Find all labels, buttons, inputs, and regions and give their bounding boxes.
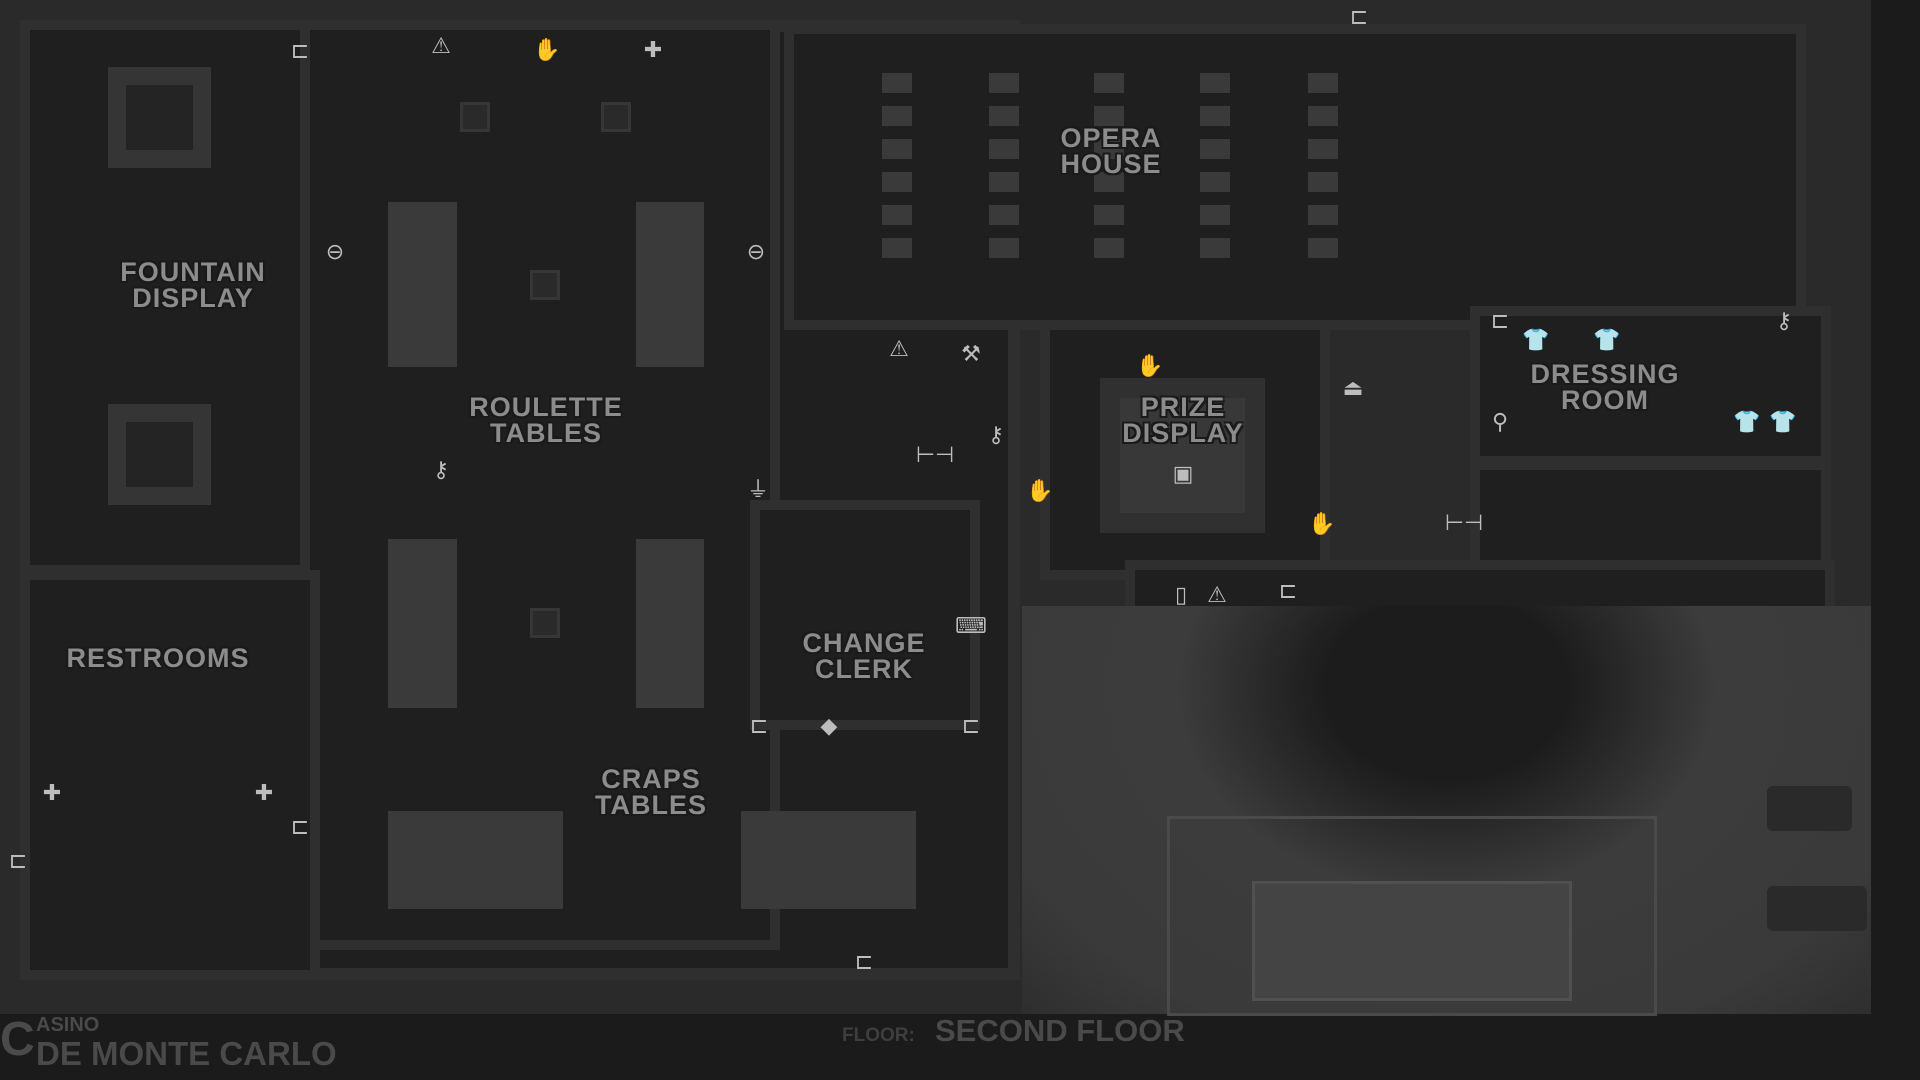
opera-seats bbox=[882, 73, 912, 265]
room-label-craps-tables: CrapsTables bbox=[595, 764, 707, 820]
wrench-icon[interactable]: ⚒ bbox=[961, 341, 981, 366]
footer-bar: C asino de Monte Carlo Floor: Second Flo… bbox=[0, 1014, 1920, 1080]
opera-house-room bbox=[784, 24, 1806, 330]
venue-initial: C bbox=[0, 1013, 35, 1066]
room-label-line: House bbox=[1060, 149, 1162, 179]
camera-icon[interactable]: ⊏ bbox=[854, 949, 874, 974]
floor-prefix: Floor: bbox=[842, 1025, 915, 1046]
bomb-icon[interactable]: ▯ bbox=[1174, 582, 1188, 607]
room-label-line: Prize bbox=[1140, 392, 1226, 422]
roulette-table bbox=[388, 539, 457, 708]
shirt-icon[interactable]: 👕 bbox=[1733, 409, 1761, 434]
venue-name-top: asino bbox=[36, 1014, 100, 1036]
alarm-icon[interactable]: ⚠ bbox=[1207, 582, 1227, 607]
roulette-table bbox=[636, 202, 704, 367]
key-icon[interactable]: ⚷ bbox=[987, 422, 1005, 447]
room-label-line: Dressing bbox=[1530, 359, 1680, 389]
floor-name: Second Floor bbox=[935, 1013, 1185, 1048]
room-label-opera-house: OperaHouse bbox=[1060, 123, 1162, 179]
fountain bbox=[108, 67, 211, 168]
door-icon[interactable]: ⊖ bbox=[325, 239, 345, 264]
computer-icon[interactable]: ⌨ bbox=[955, 613, 987, 638]
key-icon[interactable]: ⚷ bbox=[1775, 308, 1793, 333]
lock-icon[interactable]: ⏏ bbox=[1342, 375, 1364, 400]
opera-seats bbox=[1308, 73, 1338, 265]
parked-car bbox=[1767, 786, 1852, 831]
room-label-line: Display bbox=[1122, 418, 1244, 448]
prize-pedestal bbox=[1100, 378, 1265, 533]
shirt-icon[interactable]: 👕 bbox=[1593, 327, 1621, 352]
room-label-fountain-display: FountainDisplay bbox=[120, 257, 266, 313]
restrooms-room bbox=[20, 570, 320, 980]
hand-icon[interactable]: ✋ bbox=[1026, 478, 1054, 503]
camera-icon[interactable]: ⊏ bbox=[1349, 4, 1369, 29]
fuse-icon[interactable]: ⏚ bbox=[746, 477, 769, 502]
room-label-line: Opera bbox=[1060, 123, 1162, 153]
hand-icon[interactable]: ✋ bbox=[1308, 511, 1336, 536]
opera-seats bbox=[1200, 73, 1230, 265]
fountain-plaza bbox=[1252, 881, 1572, 1001]
camera-icon[interactable]: ⊏ bbox=[290, 38, 310, 63]
camera-icon[interactable]: ⊏ bbox=[8, 848, 28, 873]
change-clerk-room bbox=[750, 500, 980, 730]
room-label-line: Roulette bbox=[469, 392, 623, 422]
camera-icon[interactable]: ⊏ bbox=[749, 713, 769, 738]
fountain bbox=[108, 404, 211, 505]
roulette-table bbox=[388, 202, 457, 367]
alarm-icon[interactable]: ⚠ bbox=[431, 33, 451, 58]
room-label-line: Tables bbox=[595, 790, 707, 820]
room-label-prize-display: PrizeDisplay bbox=[1122, 392, 1244, 448]
roulette-table bbox=[636, 539, 704, 708]
level-map[interactable]: FountainDisplay RouletteTables OperaHous… bbox=[0, 0, 1871, 1016]
room-label-line: Restrooms bbox=[66, 643, 250, 673]
roulette-room bbox=[300, 20, 780, 950]
room-label-line: Tables bbox=[490, 418, 602, 448]
parked-car bbox=[1767, 886, 1867, 931]
opera-seats bbox=[1094, 73, 1124, 265]
room-label-line: Craps bbox=[601, 764, 701, 794]
laser-icon[interactable]: ⊢⊣ bbox=[1444, 510, 1484, 535]
outdoor-courtyard bbox=[1022, 606, 1871, 1016]
room-label-roulette-tables: RouletteTables bbox=[469, 392, 623, 448]
craps-table bbox=[388, 811, 563, 909]
hand-icon[interactable]: ✋ bbox=[533, 37, 561, 62]
room-label-line: Clerk bbox=[814, 654, 913, 684]
safe-icon[interactable]: ▣ bbox=[1172, 461, 1194, 486]
door-icon[interactable]: ⊖ bbox=[746, 239, 766, 264]
medkit-icon[interactable]: ✚ bbox=[42, 780, 62, 805]
pillar bbox=[601, 102, 631, 132]
medkit-icon[interactable]: ✚ bbox=[254, 780, 274, 805]
laser-icon[interactable]: ⊢⊣ bbox=[915, 442, 955, 467]
room-label-line: Display bbox=[132, 283, 254, 313]
alarm-icon[interactable]: ⚠ bbox=[889, 336, 909, 361]
craps-table bbox=[741, 811, 916, 909]
room-label-line: Change bbox=[802, 628, 926, 658]
medkit-icon[interactable]: ✚ bbox=[643, 37, 663, 62]
room-label-line: Fountain bbox=[120, 257, 266, 287]
camera-icon[interactable]: ⊏ bbox=[1278, 578, 1298, 603]
hand-icon[interactable]: ✋ bbox=[1136, 353, 1164, 378]
pillar bbox=[530, 270, 560, 300]
room-label-change-clerk: ChangeClerk bbox=[802, 628, 926, 684]
garden-bed bbox=[1167, 816, 1657, 1016]
shirt-icon[interactable]: 👕 bbox=[1522, 327, 1550, 352]
room-label-line: Room bbox=[1561, 385, 1649, 415]
gem-icon[interactable]: ◆ bbox=[820, 713, 838, 738]
pillar bbox=[530, 608, 560, 638]
lock-icon[interactable]: ⚲ bbox=[1491, 409, 1509, 434]
camera-icon[interactable]: ⊏ bbox=[1490, 308, 1510, 333]
shirt-icon[interactable]: 👕 bbox=[1769, 409, 1797, 434]
room-label-dressing-room: DressingRoom bbox=[1530, 359, 1680, 415]
opera-seats bbox=[989, 73, 1019, 265]
key-icon[interactable]: ⚷ bbox=[432, 457, 450, 482]
camera-icon[interactable]: ⊏ bbox=[290, 814, 310, 839]
venue-name-bottom: de Monte Carlo bbox=[36, 1035, 337, 1072]
pillar bbox=[460, 102, 490, 132]
camera-icon[interactable]: ⊏ bbox=[961, 713, 981, 738]
room-label-restrooms: Restrooms bbox=[66, 643, 250, 673]
